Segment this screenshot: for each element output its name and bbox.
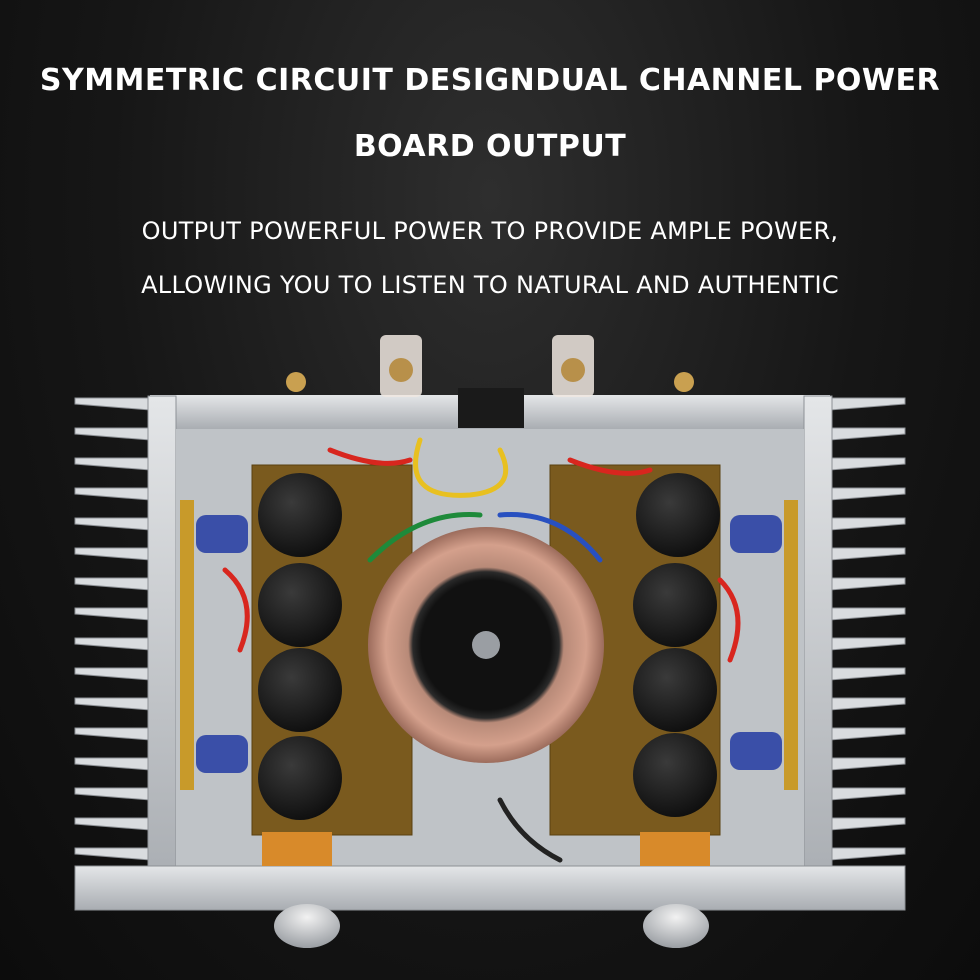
amplifier-photo — [74, 335, 906, 948]
subheadline-line-1: OUTPUT POWERFUL POWER TO PROVIDE AMPLE P… — [141, 217, 839, 245]
subheadline-line-2: ALLOWING YOU TO LISTEN TO NATURAL AND AU… — [141, 271, 839, 299]
front-panel — [74, 865, 906, 911]
headline-line-1: SYMMETRIC CIRCUIT DESIGNDUAL CHANNEL POW… — [39, 63, 941, 98]
wiring — [222, 437, 741, 863]
subheadline: OUTPUT POWERFUL POWER TO PROVIDE AMPLE P… — [0, 204, 980, 312]
left-heatsink — [74, 397, 151, 861]
right-heatsink — [829, 397, 906, 861]
left-foot — [274, 904, 340, 948]
speaker-terminals — [286, 335, 694, 428]
headline-line-2: BOARD OUTPUT — [353, 129, 627, 164]
headline: SYMMETRIC CIRCUIT DESIGNDUAL CHANNEL POW… — [0, 48, 980, 180]
right-capacitors — [633, 473, 720, 817]
right-foot — [643, 904, 709, 948]
left-capacitors — [258, 473, 342, 820]
blue-capacitors — [196, 515, 782, 773]
